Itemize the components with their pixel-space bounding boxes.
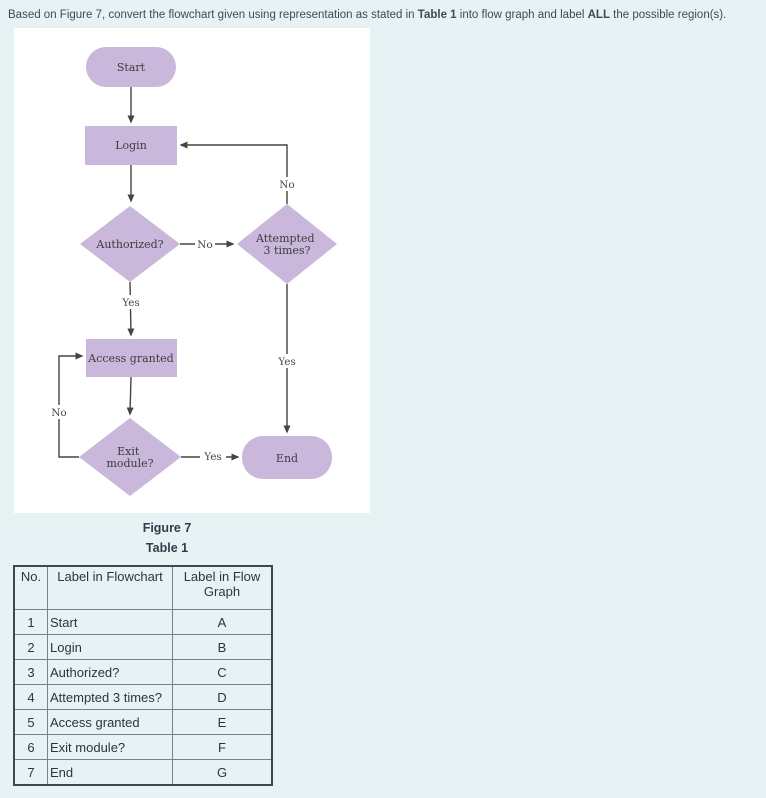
figure-caption: Figure 7 xyxy=(142,521,192,535)
svg-text:Yes: Yes xyxy=(203,451,222,463)
edge-label-attempted-no: No xyxy=(276,177,298,191)
node-login-label: Login xyxy=(115,139,147,152)
cell-label: Attempted 3 times? xyxy=(47,684,173,710)
table-row: 1 Start A xyxy=(13,609,273,635)
cell-label: Access granted xyxy=(47,709,173,735)
svg-text:Yes: Yes xyxy=(121,297,140,309)
svg-text:Exit module?: Exit module? xyxy=(106,445,153,470)
node-login: Login xyxy=(85,126,177,165)
node-end: End xyxy=(242,436,332,479)
node-access-granted-label: Access granted xyxy=(87,352,173,365)
cell-no: 7 xyxy=(13,759,48,786)
edge-label-exit-yes: Yes xyxy=(200,449,226,463)
edge-attempted-login xyxy=(179,141,288,204)
question-text-bold-all: ALL xyxy=(587,9,610,21)
cell-label: Start xyxy=(47,609,173,635)
cell-no: 2 xyxy=(13,634,48,660)
table-caption: Table 1 xyxy=(145,541,189,555)
question-text-part: into flow graph and label xyxy=(456,9,588,21)
cell-graph: B xyxy=(172,634,273,660)
table-header-row: No. Label in Flowchart Label in Flow Gra… xyxy=(13,565,273,610)
svg-text:No: No xyxy=(279,179,295,191)
header-no: No. xyxy=(13,565,48,610)
table-row: 5 Access granted E xyxy=(13,709,273,735)
svg-text:Attempted 3 times?: Attempted 3 times? xyxy=(255,232,318,257)
svg-text:No: No xyxy=(51,407,67,419)
node-authorized-label: Authorized? xyxy=(95,238,163,251)
figure-panel: Start Login Authorized? Attempted 3 time… xyxy=(14,28,370,513)
edge-label-attempted-yes: Yes xyxy=(273,354,301,368)
node-end-label: End xyxy=(276,452,298,465)
node-attempted-line1: Attempted xyxy=(255,232,315,245)
cell-graph: F xyxy=(172,734,273,760)
edge-access-exit xyxy=(126,376,134,416)
node-access-granted: Access granted xyxy=(86,339,177,377)
cell-label: Login xyxy=(47,634,173,660)
node-exit-line2: module? xyxy=(106,457,153,470)
cell-label: Exit module? xyxy=(47,734,173,760)
cell-graph: A xyxy=(172,609,273,635)
edge-label-authorized-no: No xyxy=(195,237,215,251)
cell-graph: D xyxy=(172,684,273,710)
node-attempted: Attempted 3 times? xyxy=(237,204,337,284)
question-text-part: Based on Figure 7, convert the flowchart… xyxy=(8,9,418,21)
question-text-bold-table: Table 1 xyxy=(417,9,457,21)
cell-graph: C xyxy=(172,659,273,685)
svg-text:Yes: Yes xyxy=(277,356,296,368)
cell-no: 5 xyxy=(13,709,48,735)
node-attempted-line2: 3 times? xyxy=(264,244,311,257)
edge-label-authorized-yes: Yes xyxy=(117,295,145,309)
cell-label: Authorized? xyxy=(47,659,173,685)
table-row: 4 Attempted 3 times? D xyxy=(13,684,273,710)
cell-graph: E xyxy=(172,709,273,735)
edge-label-exit-no: No xyxy=(48,405,70,419)
table-row: 6 Exit module? F xyxy=(13,734,273,760)
cell-no: 6 xyxy=(13,734,48,760)
cell-no: 3 xyxy=(13,659,48,685)
node-exit-line1: Exit xyxy=(117,445,140,458)
table-row: 2 Login B xyxy=(13,634,273,660)
table-row: 3 Authorized? C xyxy=(13,659,273,685)
node-authorized: Authorized? xyxy=(80,206,180,282)
node-exit-module: Exit module? xyxy=(79,418,181,496)
question-text: Based on Figure 7, convert the flowchart… xyxy=(8,7,760,23)
node-start: Start xyxy=(86,47,176,87)
header-label-flowchart: Label in Flowchart xyxy=(47,565,173,610)
question-text-part: the possible region(s). xyxy=(609,9,727,21)
cell-label: End xyxy=(47,759,173,786)
header-label-flow-graph: Label in Flow Graph xyxy=(172,565,273,610)
flowchart-svg: Start Login Authorized? Attempted 3 time… xyxy=(48,47,337,496)
cell-no: 1 xyxy=(13,609,48,635)
table-row: 7 End G xyxy=(13,759,273,786)
labels-table: No. Label in Flowchart Label in Flow Gra… xyxy=(13,565,273,786)
node-start-label: Start xyxy=(117,61,146,74)
svg-text:No: No xyxy=(197,239,213,251)
cell-graph: G xyxy=(172,759,273,786)
cell-no: 4 xyxy=(13,684,48,710)
